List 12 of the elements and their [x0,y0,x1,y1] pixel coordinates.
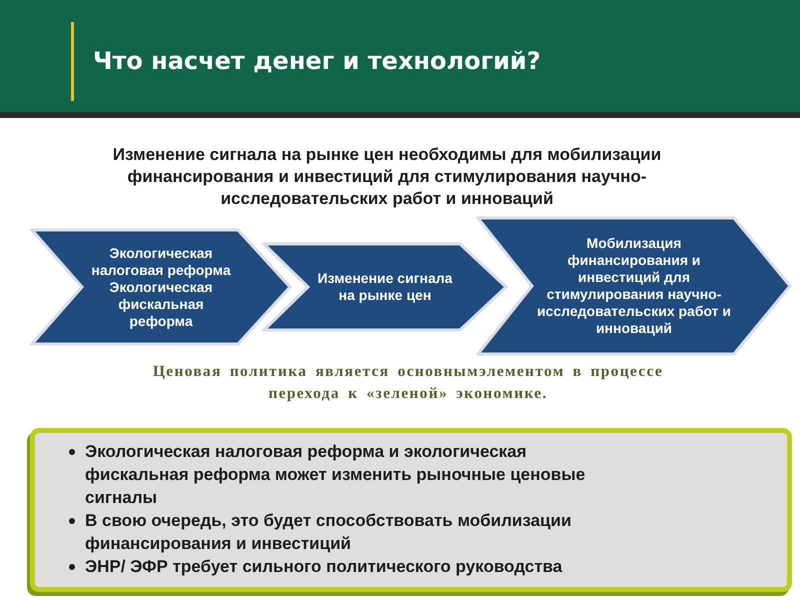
bullet-text: Экологическая налоговая реформа и экологическая фискальная реформа может изменить рыночные ценовые сигналы [85,441,586,509]
step-label: Мобилизация финансирования и инвестиций для стимулирования научно-исследовательских работ и инноваций [536,235,732,337]
process-step [30,228,292,346]
process-step [262,242,508,332]
slide-title: Что насчет денег и технологий? [93,46,541,77]
bullet-text: ЭНР/ ЭФР требует сильного политического руководства [85,556,564,578]
bullet-text: В свою очередь, это будет способствовать мобилизации финансирования и инвестиций [85,510,572,555]
step-label: Изменение сигнала на рынке цен [316,270,454,304]
step-label: Экологическая фискальная реформа [108,278,214,330]
note-text: Ценовая политика является основнымэлементом в процессе перехода к «зеленой» экономике. [152,362,664,404]
subtitle-text: Изменение сигнала на рынке цен необходимы для мобилизации финансирования и инвестиций для стимулирования научно-исследовательских работ и инноваций [112,144,662,210]
step-label: Экологическая налоговая реформа [90,244,232,278]
